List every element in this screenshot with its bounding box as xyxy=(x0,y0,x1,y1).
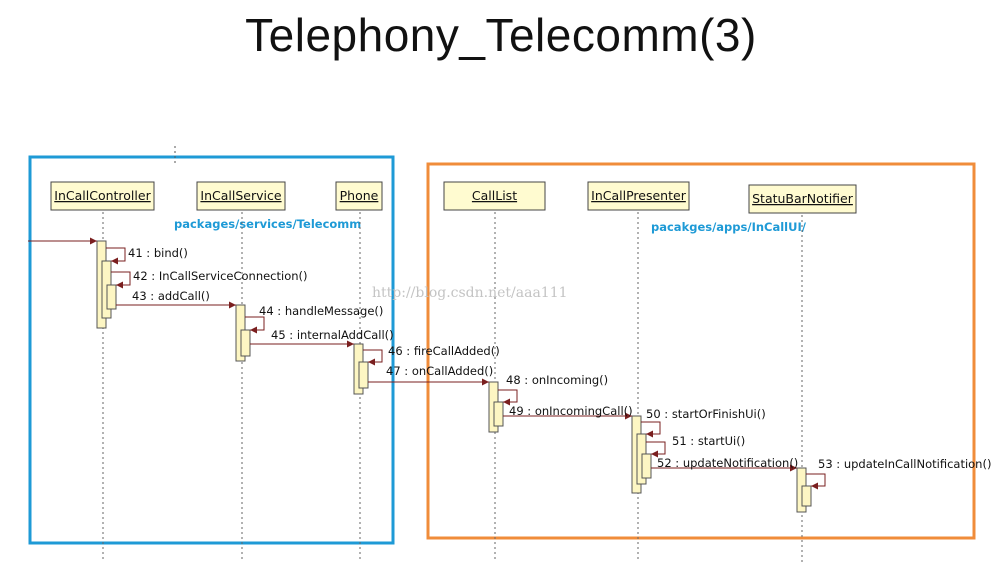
object-statubarnotifier: StatuBarNotifier xyxy=(748,184,857,214)
watermark: http://blog.csdn.net/aaa111 xyxy=(372,285,568,301)
object-label: Phone xyxy=(340,188,379,203)
message-label: 48 : onIncoming() xyxy=(506,373,608,387)
message-label: 50 : startOrFinishUi() xyxy=(646,407,766,421)
message-arrow xyxy=(498,389,518,406)
message-arrow xyxy=(363,349,383,366)
telecomm-frame xyxy=(28,155,395,545)
telecomm-package-label: packages/services/Telecomm xyxy=(174,217,361,231)
message-arrow xyxy=(111,271,131,289)
message-label: 49 : onIncomingCall() xyxy=(509,404,633,418)
message-arrow xyxy=(646,441,666,458)
object-incallcontroller: InCallController xyxy=(50,181,155,211)
object-incallservice: InCallService xyxy=(196,181,286,211)
message-arrow xyxy=(245,316,265,334)
incallui-frame xyxy=(426,162,976,540)
message-label: 42 : InCallServiceConnection() xyxy=(133,269,308,283)
object-phone: Phone xyxy=(335,181,383,211)
message-arrow xyxy=(106,247,126,265)
activation-bar xyxy=(240,329,251,357)
message-label: 47 : onCallAdded() xyxy=(386,364,493,378)
activation-bar xyxy=(493,401,504,427)
activation-bar xyxy=(106,284,117,310)
object-label: InCallService xyxy=(200,188,281,203)
message-label: 46 : fireCallAdded() xyxy=(388,344,500,358)
message-arrow xyxy=(806,473,826,490)
message-label: 41 : bind() xyxy=(128,246,188,260)
message-label: 45 : internalAddCall() xyxy=(271,328,394,342)
activation-bar xyxy=(358,361,369,389)
message-label: 53 : updateInCallNotification() xyxy=(818,457,991,471)
message-label: 44 : handleMessage() xyxy=(259,304,383,318)
activation-bar xyxy=(801,485,812,507)
object-label: CallList xyxy=(472,188,517,203)
message-label: 43 : addCall() xyxy=(132,289,210,303)
object-label: InCallController xyxy=(54,188,151,203)
page-title: Telephony_Telecomm(3) xyxy=(245,9,757,61)
message-arrow xyxy=(641,421,661,438)
incallui-package-label: pacakges/apps/InCallUI/ xyxy=(651,220,807,234)
message-label: 51 : startUi() xyxy=(672,434,745,448)
activation-bar xyxy=(641,453,652,479)
message-label: 52 : updateNotification() xyxy=(657,456,798,470)
object-calllist: CallList xyxy=(443,181,546,211)
object-label: StatuBarNotifier xyxy=(752,191,854,206)
object-incallpresenter: InCallPresenter xyxy=(587,181,690,211)
object-label: InCallPresenter xyxy=(591,188,687,203)
